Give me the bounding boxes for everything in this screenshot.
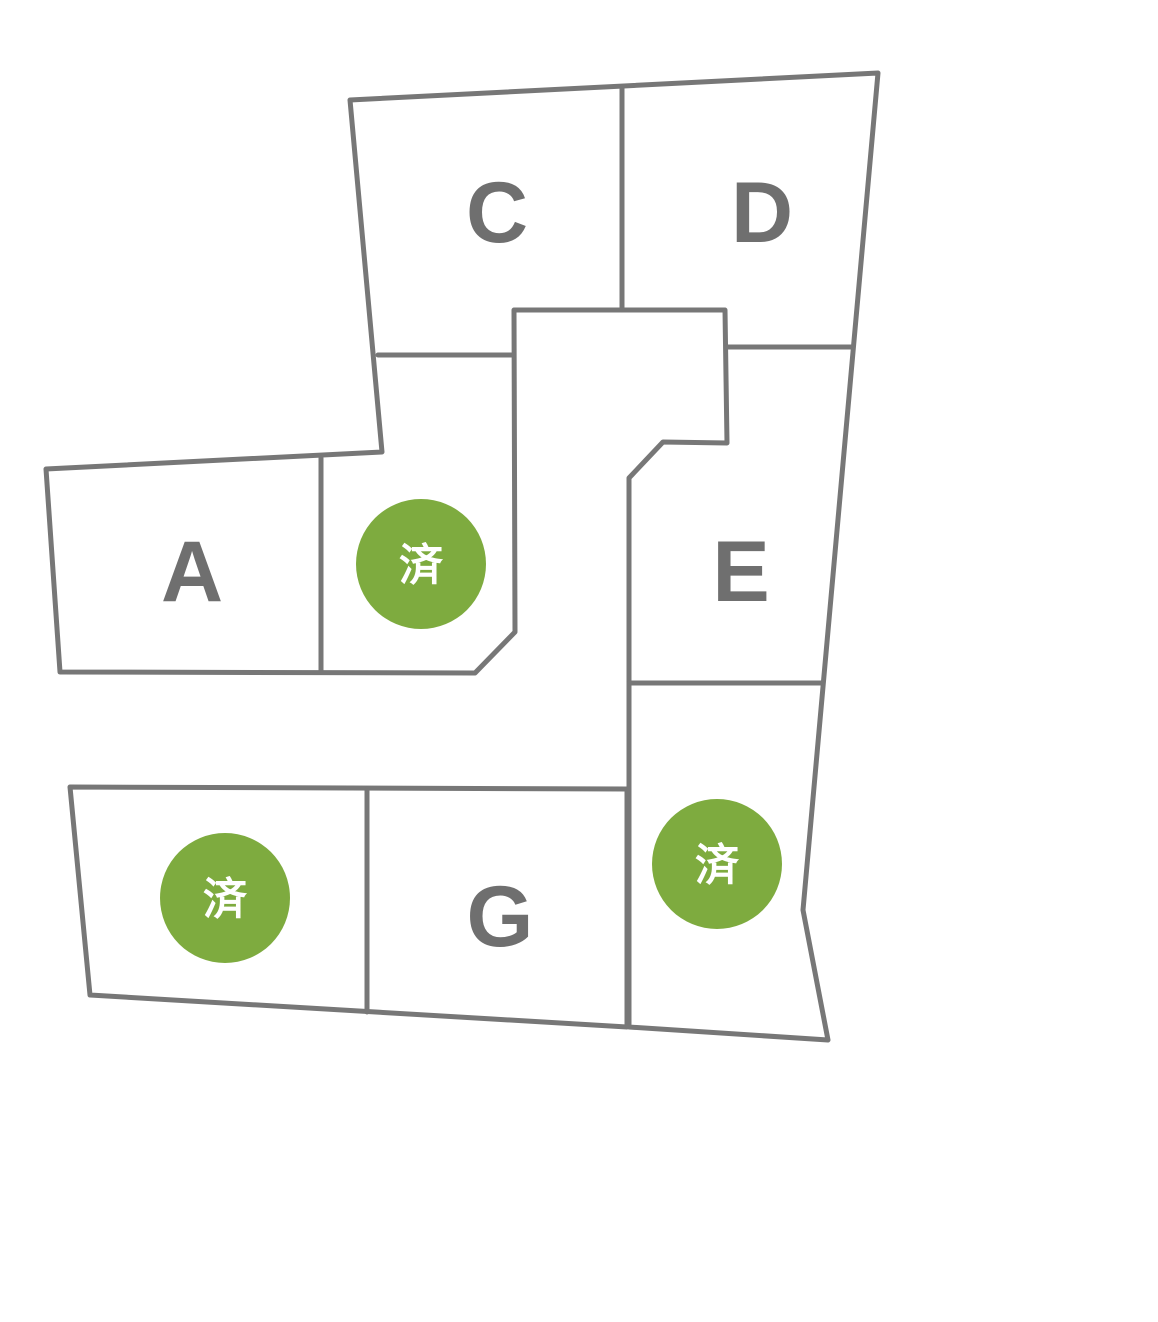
sold-badges: 済 済 済	[160, 499, 782, 963]
sold-badge-b: 済	[356, 499, 486, 629]
sold-badge-circle	[160, 833, 290, 963]
sold-badge-text: 済	[203, 874, 248, 925]
sold-badge-circle	[356, 499, 486, 629]
lot-label-d: D	[731, 165, 793, 261]
lot-boundaries	[43, 70, 881, 1043]
lot-label-e: E	[712, 524, 769, 620]
upper-block-outline	[43, 70, 881, 1043]
sold-badge-f: 済	[652, 799, 782, 929]
lot-label-c: C	[466, 165, 528, 261]
sold-badge-circle	[652, 799, 782, 929]
sold-badge-text: 済	[695, 840, 740, 891]
lower-block-outline	[67, 784, 630, 1030]
sold-badge-h: 済	[160, 833, 290, 963]
lot-label-a: A	[161, 524, 223, 620]
lot-labels: C D A E G	[161, 165, 793, 965]
lot-label-g: G	[467, 869, 534, 965]
sold-badge-text: 済	[399, 540, 444, 591]
